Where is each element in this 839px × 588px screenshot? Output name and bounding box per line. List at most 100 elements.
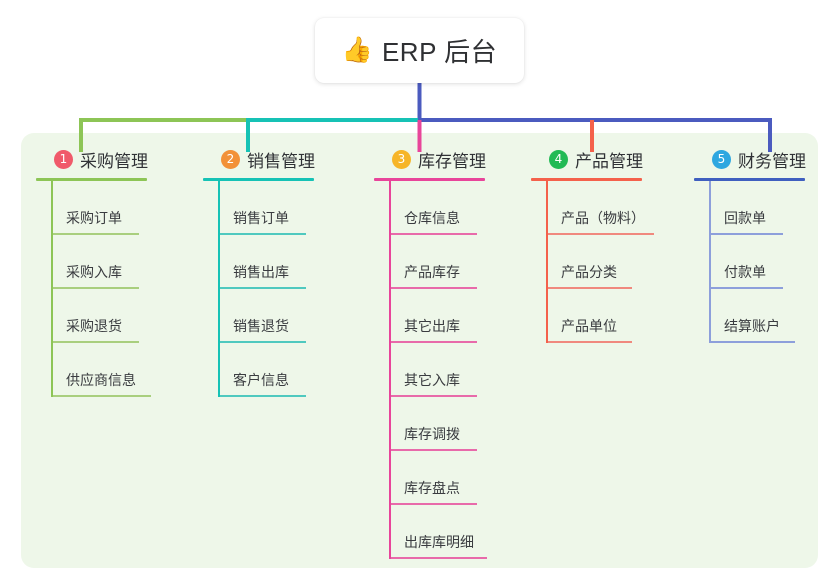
root-node-label: ERP 后台: [381, 37, 498, 67]
branch-item-rule: [389, 341, 477, 343]
branch-header-rule-1: [36, 178, 147, 181]
branch-items-4: 产品（物料） 产品分类产品单位: [531, 181, 696, 343]
branch-item-content: 产品（物料）: [531, 208, 645, 235]
branch-item-rule: [709, 287, 783, 289]
branch-item-rule: [51, 341, 139, 343]
branch-header-4[interactable]: 4 产品管理: [531, 146, 696, 172]
branch-item-rule: [51, 287, 139, 289]
branch-item[interactable]: 产品单位: [531, 289, 696, 343]
branch-item[interactable]: 供应商信息: [36, 343, 188, 397]
branch-spine: [389, 181, 391, 559]
branch-item[interactable]: 其它出库: [374, 289, 526, 343]
branch-title-3: 库存管理: [418, 151, 486, 171]
branch-item-content: 库存盘点: [374, 478, 460, 505]
branch-number-badge-1: 1: [54, 149, 73, 169]
branch-header-5[interactable]: 5 财务管理: [694, 146, 819, 172]
branch-item-content: 客户信息: [203, 370, 289, 397]
branch-number-badge-4: 4: [549, 149, 568, 169]
branch-item[interactable]: 产品分类: [531, 235, 696, 289]
branch-item-label: 产品单位: [561, 318, 617, 334]
branch-item-label: 库存盘点: [404, 480, 460, 496]
branch-item[interactable]: 产品库存: [374, 235, 526, 289]
branch-spine: [51, 181, 53, 397]
branch-item-rule: [218, 233, 306, 235]
branch-number-badge-2: 2: [221, 149, 240, 169]
branch-item-rule: [389, 395, 477, 397]
branch-item-rule: [709, 341, 795, 343]
branch-item-content: 回款单: [694, 208, 766, 235]
branch-item-content: 付款单: [694, 262, 766, 289]
thumbs-up-emoji-icon: 👍: [341, 36, 373, 64]
branch-item[interactable]: 采购订单: [36, 181, 188, 235]
branch-header-rule-5: [694, 178, 805, 181]
branch-item[interactable]: 客户信息: [203, 343, 355, 397]
branch-item-content: 其它出库: [374, 316, 460, 343]
branch-item[interactable]: 出库库明细: [374, 505, 526, 559]
branch-item-label: 产品（物料）: [561, 210, 645, 226]
branch-items-1: 采购订单采购入库采购退货供应商信息: [36, 181, 188, 397]
branch-item-label: 出库库明细: [404, 534, 474, 550]
branch-item-rule: [389, 503, 477, 505]
branch-header-2[interactable]: 2 销售管理: [203, 146, 355, 172]
branch-title-2: 销售管理: [247, 151, 315, 171]
branch-item-content: 供应商信息: [36, 370, 136, 397]
branch-item-label: 产品分类: [561, 264, 617, 280]
branch-header-3[interactable]: 3 库存管理: [374, 146, 526, 172]
branch-item[interactable]: 采购退货: [36, 289, 188, 343]
branch-item-rule: [218, 341, 306, 343]
branch-item-label: 回款单: [724, 210, 766, 226]
branch-item[interactable]: 仓库信息: [374, 181, 526, 235]
branch-header-rule-3: [374, 178, 485, 181]
branch-item-label: 其它入库: [404, 372, 460, 388]
branch-item[interactable]: 结算账户: [694, 289, 819, 343]
branch-header-rule-2: [203, 178, 314, 181]
branch-item-content: 其它入库: [374, 370, 460, 397]
branch-item-content: 产品分类: [531, 262, 617, 289]
branch-item-label: 供应商信息: [66, 372, 136, 388]
branch-spine: [709, 181, 711, 343]
branch-items-5: 回款单付款单结算账户: [694, 181, 819, 343]
branch-item-label: 其它出库: [404, 318, 460, 334]
branch-item-rule: [709, 233, 783, 235]
branches-background-panel: [21, 133, 818, 568]
branch-item-label: 销售出库: [233, 264, 289, 280]
branch-item-label: 付款单: [724, 264, 766, 280]
branch-header-rule-4: [531, 178, 642, 181]
branch-header-1[interactable]: 1 采购管理: [36, 146, 188, 172]
branch-item[interactable]: 销售订单: [203, 181, 355, 235]
branch-number-badge-3: 3: [392, 149, 411, 169]
branch-item-rule: [218, 395, 306, 397]
branch-item[interactable]: 采购入库: [36, 235, 188, 289]
branch-item[interactable]: 其它入库: [374, 343, 526, 397]
branch-item-rule: [51, 395, 151, 397]
branch-column-5: 5 财务管理 回款单付款单结算账户: [694, 146, 819, 343]
branch-item-label: 销售订单: [233, 210, 289, 226]
branch-items-3: 仓库信息产品库存其它出库其它入库库存调拨库存盘点出库库明细: [374, 181, 526, 559]
branch-item-label: 销售退货: [233, 318, 289, 334]
branch-item-rule: [51, 233, 139, 235]
branch-item-label: 采购退货: [66, 318, 122, 334]
branch-item[interactable]: 付款单: [694, 235, 819, 289]
branch-item-rule: [546, 233, 654, 235]
branch-item-label: 客户信息: [233, 372, 289, 388]
branch-item[interactable]: 产品（物料）: [531, 181, 696, 235]
branch-item-content: 仓库信息: [374, 208, 460, 235]
branch-item-content: 结算账户: [694, 316, 780, 343]
branch-item-rule: [218, 287, 306, 289]
branch-column-4: 4 产品管理 产品（物料） 产品分类产品单位: [531, 146, 696, 343]
branch-item[interactable]: 库存盘点: [374, 451, 526, 505]
branch-item[interactable]: 回款单: [694, 181, 819, 235]
branch-item-label: 库存调拨: [404, 426, 460, 442]
branch-item-rule: [546, 287, 632, 289]
branch-column-3: 3 库存管理 仓库信息产品库存其它出库其它入库库存调拨库存盘点出库库明细: [374, 146, 526, 559]
branch-item-content: 产品单位: [531, 316, 617, 343]
root-node[interactable]: 👍 ERP 后台: [315, 18, 524, 83]
branch-number-badge-5: 5: [712, 149, 731, 169]
branch-title-5: 财务管理: [738, 151, 806, 171]
branch-item-rule: [389, 449, 477, 451]
branch-spine: [546, 181, 548, 343]
branch-column-2: 2 销售管理 销售订单销售出库销售退货客户信息: [203, 146, 355, 397]
branch-item[interactable]: 销售退货: [203, 289, 355, 343]
branch-item[interactable]: 库存调拨: [374, 397, 526, 451]
branch-item[interactable]: 销售出库: [203, 235, 355, 289]
